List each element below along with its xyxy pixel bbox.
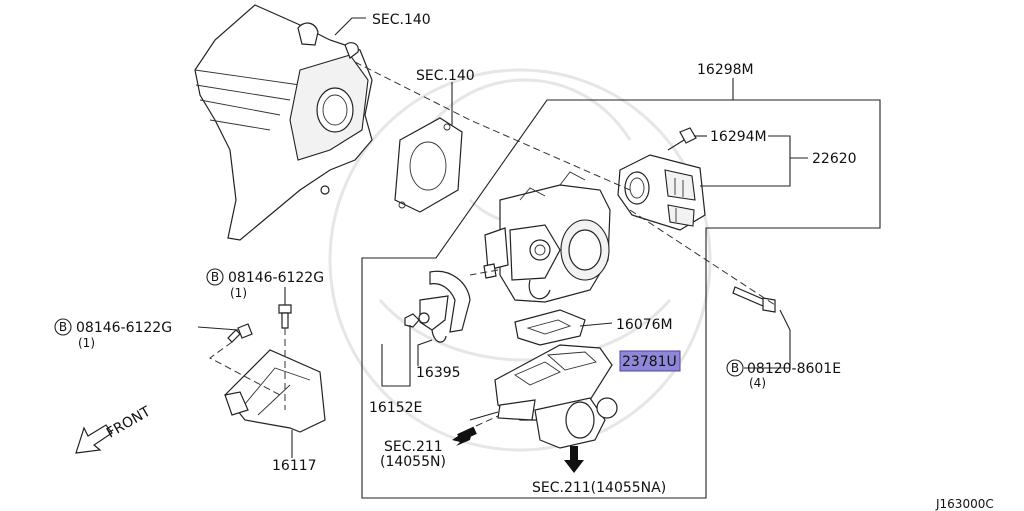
gasket-sec140 [394,117,463,213]
gasket-16076m [514,309,586,346]
callout-16395[interactable]: 16395 [416,365,461,381]
callout-bolt-upper[interactable]: 08146-6122G [228,270,324,286]
sec211-arrow-down [564,446,584,473]
sec211-arrow-left [452,415,499,446]
callout-16294m[interactable]: 16294M [710,129,767,145]
callout-16298m[interactable]: 16298M [697,62,754,78]
throttle-chamber [484,171,611,303]
callout-sec211-b[interactable]: SEC.211(14055NA) [532,480,666,496]
intake-manifold [194,4,373,241]
b-marker-right: B [726,359,744,377]
iacv-valve-body [469,344,618,449]
callout-23781u[interactable]: 23781U [622,354,677,370]
dashed-guide-lines [209,61,776,410]
callout-sec140-top[interactable]: SEC.140 [372,12,431,28]
callout-bolt-right[interactable]: 08120-8601E [747,361,841,377]
bolt-upper [278,304,292,329]
front-arrow [75,424,113,454]
nut-washer [404,263,497,328]
callout-bolt-left-qty: (1) [78,336,95,350]
callout-sec211-a-sub[interactable]: (14055N) [380,454,446,470]
svg-text:B: B [211,270,219,284]
callout-bolt-upper-qty: (1) [230,286,247,300]
svg-text:B: B [731,361,739,375]
group-frame [361,99,881,499]
bracket-16395 [419,270,471,343]
callout-22620[interactable]: 22620 [812,151,857,167]
diagram-code: J163000C [935,497,994,511]
b-marker-left: B [54,318,72,336]
callout-16076m[interactable]: 16076M [616,317,673,333]
b-marker-upper: B [206,268,224,286]
screw-16294m [667,127,697,151]
callout-sec211-a[interactable]: SEC.211 [384,439,443,455]
bolt-right [732,286,776,313]
callout-16152e[interactable]: 16152E [369,400,422,416]
callout-bolt-left[interactable]: 08146-6122G [76,320,172,336]
part-highlight-23781u [619,350,681,372]
callout-16117[interactable]: 16117 [272,458,317,474]
front-label: FRONT [104,403,154,441]
callout-sec140-mid[interactable]: SEC.140 [416,68,475,84]
callout-bolt-right-qty: (4) [749,376,766,390]
svg-text:B: B [59,320,67,334]
heat-shield-16117 [224,349,326,433]
throttle-position-sensor [617,154,706,231]
bolt-left [227,323,253,343]
leader-lines [197,17,808,458]
